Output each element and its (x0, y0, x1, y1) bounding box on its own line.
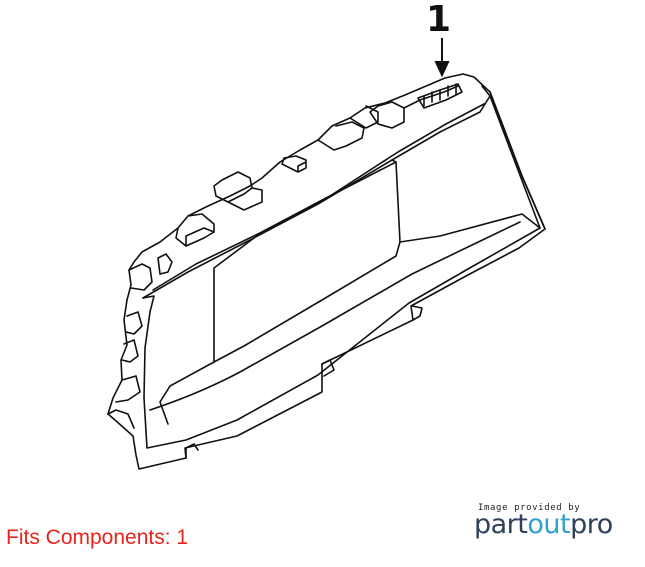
top-connector-left (175, 213, 215, 247)
callout-arrowhead (434, 61, 450, 78)
front-bezel (142, 85, 541, 449)
side-tab-upper (128, 263, 153, 291)
callout-number: 1 (426, 0, 452, 40)
fits-components-label: Fits Components: 1 (6, 526, 189, 549)
housing-outline (107, 73, 546, 470)
partoutpro-logo: partoutpro (474, 509, 613, 540)
part-diagram: 1 (107, 0, 546, 470)
instrument-cluster-drawing (107, 38, 546, 470)
screen-opening (213, 161, 401, 363)
logo-part: part (474, 509, 528, 540)
top-connector-right (369, 101, 405, 129)
logo-pro: pro (570, 509, 613, 540)
side-tab-lower (115, 375, 141, 403)
logo-out: out (527, 509, 571, 540)
top-rim (142, 95, 491, 299)
top-bracket (317, 121, 365, 151)
credit-caption: Image provided by (478, 503, 581, 513)
side-tab-mid (125, 311, 143, 335)
